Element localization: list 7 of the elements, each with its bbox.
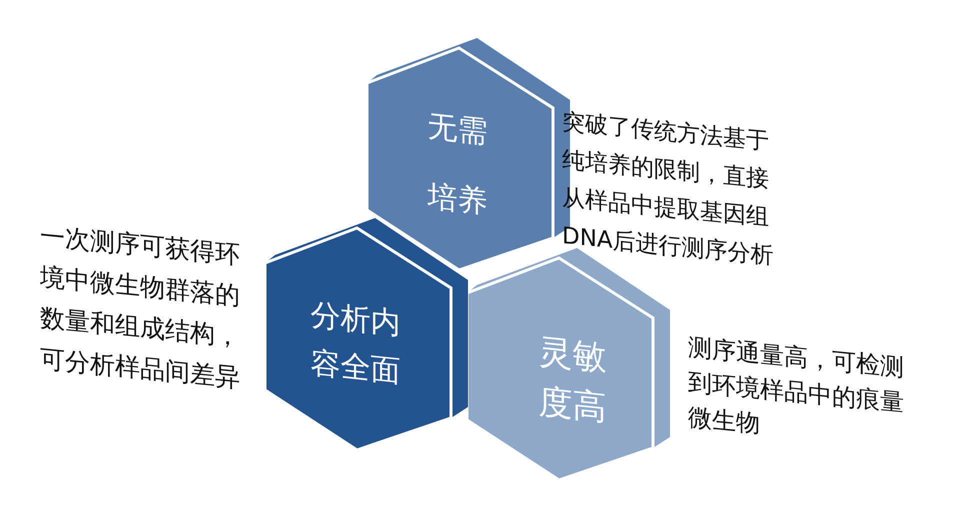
feature-title: 灵敏度高 — [537, 330, 607, 431]
description-text: 一次测序可获得环境中微生物群落的数量和组成结构，可分析样品间差异 — [40, 220, 241, 394]
description-text: 突破了传统方法基于纯培养的限制，直接从样品中提取基因组DNA后进行测序分析 — [562, 108, 775, 272]
description-text: 测序通量高，可检测到环境样品中的痕量微生物 — [688, 332, 905, 440]
hexagon-prism — [265, 218, 468, 450]
feature-title: 无需培养 — [426, 108, 488, 222]
feature-title: 分析内容全面 — [309, 296, 401, 392]
